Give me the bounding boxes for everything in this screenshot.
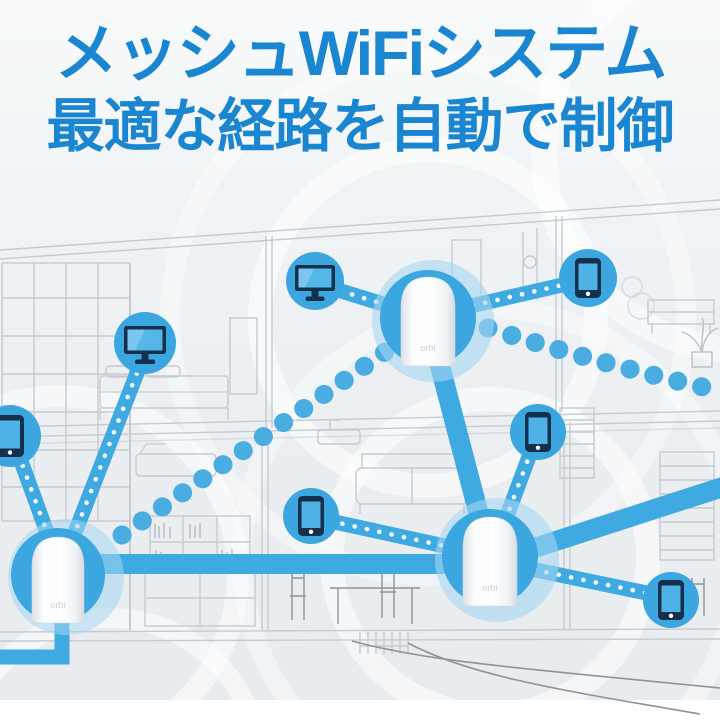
tv-icon xyxy=(295,265,335,301)
device-tablet-left-edge xyxy=(0,405,41,467)
tablet-icon xyxy=(575,258,601,298)
heading-line2: 最適な経路を自動で制御 xyxy=(46,94,674,160)
device-tablet-lower-right xyxy=(643,572,699,628)
router-brand-label: orbi xyxy=(420,343,435,353)
device-tablet-lower-center xyxy=(283,488,339,544)
router-node-bottom-right: orbi xyxy=(435,498,559,622)
router-device xyxy=(31,536,85,624)
router-device xyxy=(400,276,456,367)
chain-bottomleft-to-top xyxy=(112,319,428,545)
device-tablet-upper-right xyxy=(559,249,617,307)
router-node-bottom-left: orbi xyxy=(8,519,124,635)
router-device xyxy=(462,516,518,607)
tablet-icon xyxy=(525,412,551,452)
banner-heading: メッシュWiFiシステム 最適な経路を自動で制御 xyxy=(0,20,720,159)
device-tablet-middle xyxy=(510,404,566,460)
tablet-icon xyxy=(298,496,324,536)
mesh-dot-chains xyxy=(112,318,720,545)
router-node-top: orbi xyxy=(372,260,494,382)
device-tv-upper-center xyxy=(286,252,344,310)
router-brand-label: orbi xyxy=(482,583,497,593)
chain-top-to-rightedge xyxy=(478,318,720,400)
router-brand-label: orbi xyxy=(50,600,65,610)
tv-icon xyxy=(124,326,166,364)
tablet-icon xyxy=(0,415,24,457)
heading-line1: メッシュWiFiシステム xyxy=(54,19,668,89)
device-tv-upper-left xyxy=(114,312,176,374)
tablet-icon xyxy=(658,580,684,620)
